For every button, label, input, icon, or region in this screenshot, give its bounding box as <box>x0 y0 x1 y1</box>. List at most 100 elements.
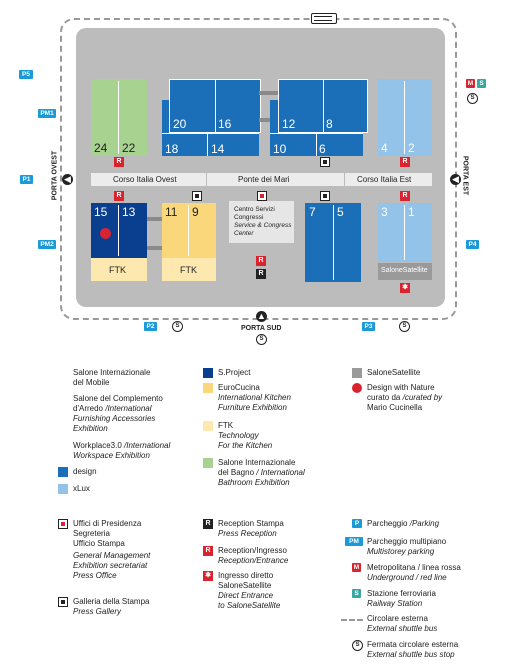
ftk-west-label: FTK <box>109 265 126 275</box>
hall-10-label: 10 <box>273 142 287 156</box>
railway-icon[interactable]: S <box>477 79 486 88</box>
press-reception-icon: R <box>203 519 213 529</box>
hall-15-13[interactable]: 15 13 <box>91 203 147 258</box>
hall-11-9[interactable]: 11 9 <box>162 203 216 258</box>
hall-22-label: 22 <box>122 141 136 155</box>
hall-9-label: 9 <box>192 205 199 219</box>
direct-entrance-icon: ✱ <box>203 571 213 581</box>
center-line1: Centro Servizi <box>234 206 275 213</box>
congress-center[interactable]: Centro Servizi Congressi Service & Congr… <box>229 201 294 243</box>
porta-ovest-label: PORTA OVEST <box>51 150 59 201</box>
design-with-nature-icon <box>352 383 362 393</box>
press-reception-icon: R <box>256 269 266 279</box>
porta-sud-label: PORTA SUD <box>241 325 282 332</box>
parking-p5-icon[interactable]: P5 <box>19 70 33 79</box>
parking-p1-icon[interactable]: P1 <box>20 175 33 184</box>
swatch-xlux <box>58 484 68 494</box>
hall-3-1[interactable]: 3 1 <box>378 203 432 262</box>
legend-parking: Parcheggio /Parking <box>367 519 440 528</box>
center-line3: Service & Congress <box>234 222 292 229</box>
reception-entrance-icon: R <box>400 191 410 201</box>
railway-icon: S <box>352 589 361 598</box>
hall-12-label: 12 <box>282 117 296 131</box>
ftk-east[interactable]: FTK <box>162 258 216 281</box>
legend-sproject: S.Project <box>218 368 251 377</box>
hall-16-label: 16 <box>218 117 232 131</box>
parking-p4-icon[interactable]: P4 <box>466 240 479 249</box>
ftk-west[interactable]: FTK <box>91 258 147 281</box>
swatch-design <box>58 467 68 477</box>
corridor-mid-label: Ponte dei Mari <box>238 175 290 184</box>
corridor-left-label: Corso Italia Ovest <box>113 175 177 184</box>
swatch-bagno <box>203 458 213 468</box>
shuttle-stop-icon: S <box>352 640 363 651</box>
press-gallery-icon <box>320 191 330 201</box>
corridor-right-label: Corso Italia Est <box>357 175 412 184</box>
center-line4: Center <box>234 230 254 237</box>
parking-pm1-icon[interactable]: PM1 <box>38 109 56 118</box>
center-line2: Congressi <box>234 214 264 221</box>
multistorey-parking-icon: PM <box>345 537 363 546</box>
reception-entrance-icon: R <box>400 157 410 167</box>
reception-entrance-icon: R <box>256 256 266 266</box>
direct-entrance-icon: ✱ <box>400 283 410 293</box>
hall-8-label: 8 <box>326 117 333 131</box>
parking-pm2-icon[interactable]: PM2 <box>38 240 56 249</box>
legend-complemento: Salone del Complemento d'Arredo /Interna… <box>73 394 163 433</box>
parking-p3-icon[interactable]: P3 <box>362 322 375 331</box>
hall-7-5[interactable]: 7 5 <box>305 203 361 282</box>
hall-20-16[interactable]: 20 16 <box>169 79 261 133</box>
shuttle-stop-icon: S <box>172 321 183 332</box>
metro-icon: M <box>352 563 361 572</box>
parking-p2-icon[interactable]: P2 <box>144 322 157 331</box>
shuttle-stop-icon: S <box>256 334 267 345</box>
parking-icon: P <box>352 519 362 528</box>
legend-satellite: SaloneSatellite <box>367 368 421 377</box>
press-gallery-icon <box>320 157 330 167</box>
corridor <box>91 173 432 186</box>
hall-4-2[interactable]: 4 2 <box>378 79 432 156</box>
hall-1-label: 1 <box>408 205 415 219</box>
hall-6-label: 6 <box>319 142 326 156</box>
swatch-sproject <box>203 368 213 378</box>
hall-3-label: 3 <box>381 205 388 219</box>
reception-entrance-icon: R <box>114 191 124 201</box>
hall-24-label: 24 <box>94 141 108 155</box>
salone-satellite-area[interactable]: SaloneSatellite <box>378 263 432 280</box>
hall-12-8[interactable]: 12 8 <box>278 79 368 133</box>
hall-13-label: 13 <box>122 205 136 219</box>
shuttle-stop-icon: S <box>467 93 478 104</box>
offices-icon <box>58 519 68 529</box>
hall-14-label: 14 <box>211 142 225 156</box>
legend-design-with-nature: Design with Nature curato da /curated by… <box>367 383 443 412</box>
bus-icon <box>311 13 337 24</box>
legend-bagno: Salone Internazionale del Bagno / Intern… <box>218 458 305 487</box>
press-gallery-icon <box>192 191 202 201</box>
legend-design: design <box>73 467 97 476</box>
reception-entrance-icon: R <box>203 546 213 556</box>
swatch-eurocucina <box>203 383 213 393</box>
shuttle-line-icon <box>341 619 363 621</box>
hall-24-22[interactable]: 24 22 <box>91 79 147 156</box>
porta-est-arrow-icon[interactable]: ◀ <box>450 174 461 185</box>
porta-est-label: PORTA EST <box>461 155 469 196</box>
swatch-satellite <box>352 368 362 378</box>
porta-ovest-arrow-icon[interactable]: ◀ <box>62 174 73 185</box>
hall-2-label: 2 <box>408 141 415 155</box>
satellite-label: SaloneSatellite <box>381 267 428 274</box>
porta-sud-arrow-icon[interactable]: ▲ <box>256 311 267 322</box>
hall-18-label: 18 <box>165 142 179 156</box>
metro-icon[interactable]: M <box>466 79 475 88</box>
shuttle-stop-icon: S <box>399 321 410 332</box>
